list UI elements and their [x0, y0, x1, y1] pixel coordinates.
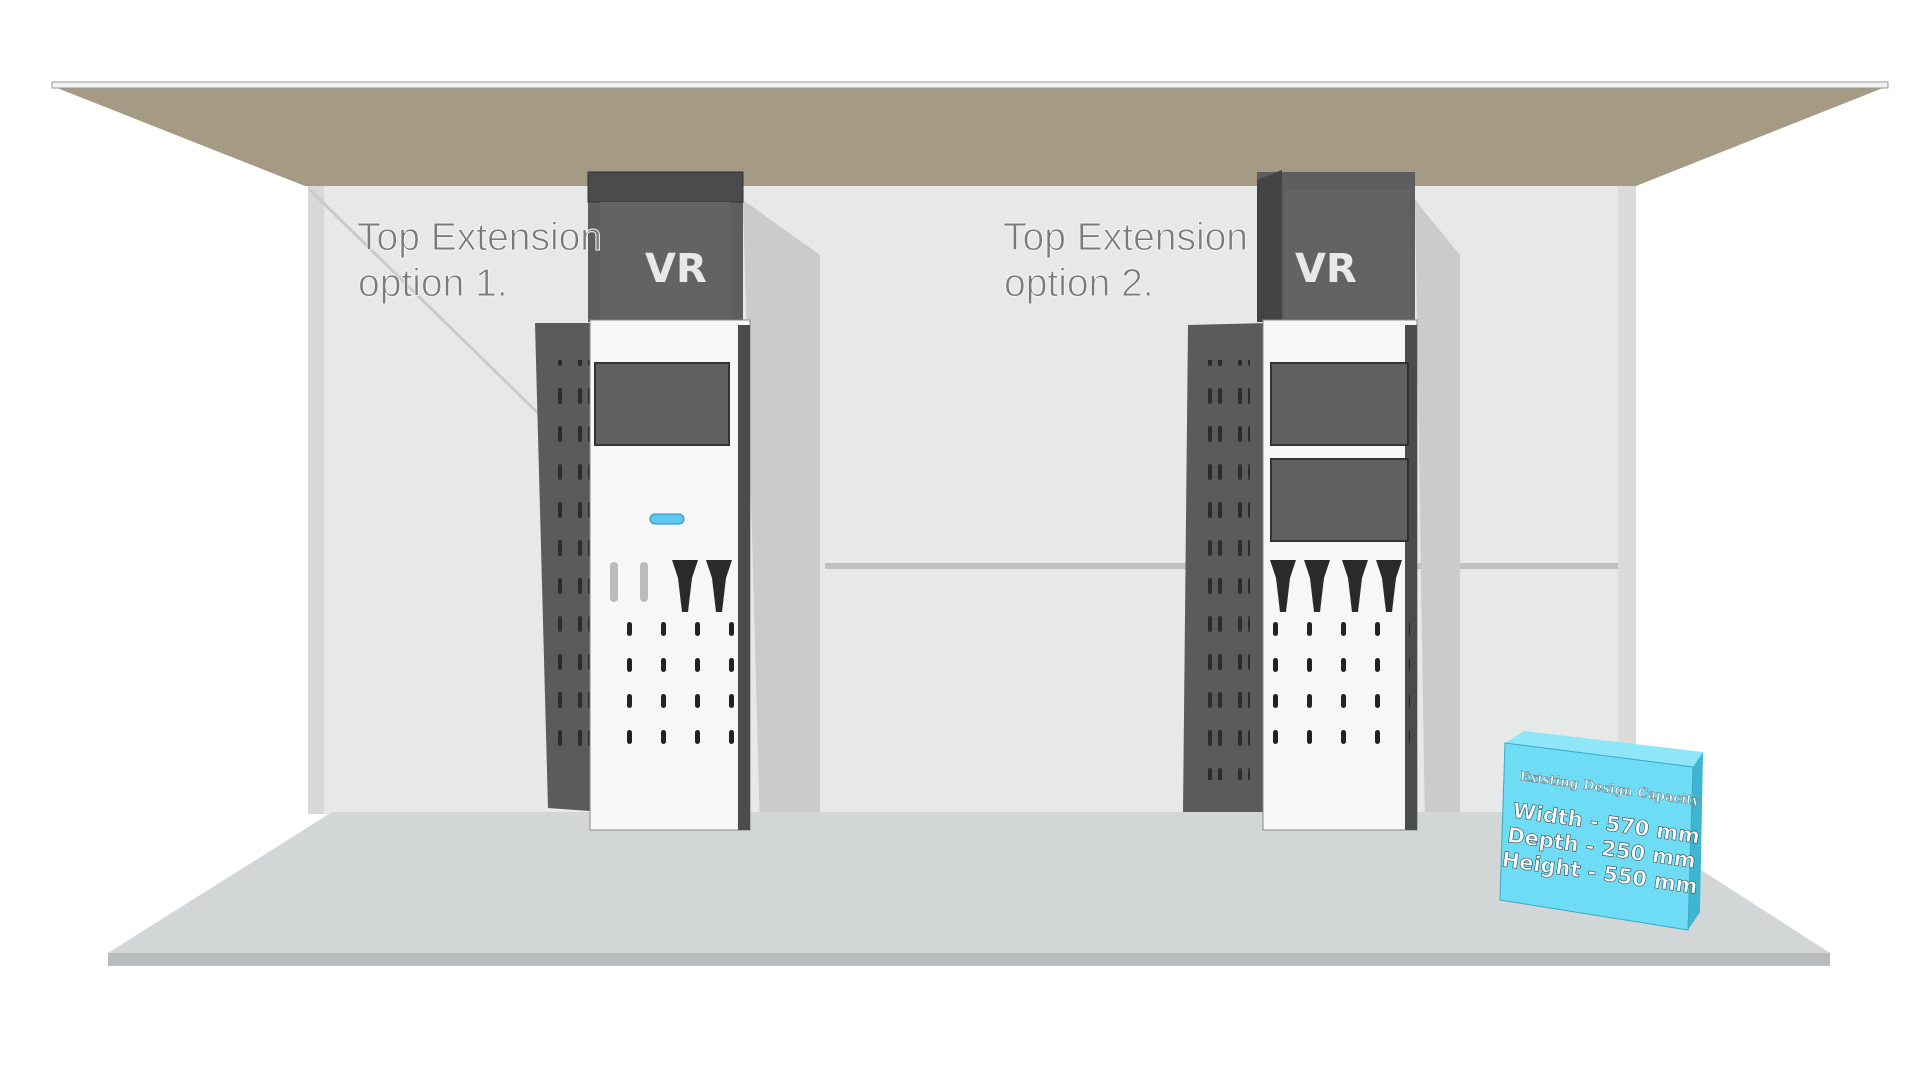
- vr-sign-2: VR: [1295, 246, 1357, 292]
- top-extension-1: [587, 171, 744, 322]
- kiosk-option-1: [535, 171, 751, 831]
- side-door-1: [535, 323, 603, 812]
- capacity-box: Existing Design Capacity Width - 570 mm …: [1499, 731, 1703, 931]
- screen-2a: [1270, 362, 1409, 446]
- screen-1: [594, 362, 730, 446]
- side-door-2: [1183, 323, 1267, 812]
- vr-sign-1: VR: [645, 246, 707, 292]
- vr-controllers-1: [610, 560, 732, 612]
- kiosk-option-2: [1183, 170, 1418, 831]
- blue-button: [649, 513, 685, 525]
- floor: [108, 812, 1830, 966]
- screen-2b: [1270, 458, 1409, 542]
- option-1-label-line2: option 1.: [358, 262, 508, 305]
- ceiling: [51, 81, 1889, 186]
- option-2-label-line2: option 2.: [1004, 262, 1154, 305]
- option-2-label-line1: Top Extension: [1003, 216, 1248, 259]
- vr-controllers-2: [1270, 560, 1402, 612]
- pegboard-1: [598, 615, 738, 745]
- pegboard-2: [1270, 615, 1410, 745]
- top-extension-2: [1257, 170, 1415, 322]
- option-1-label-line1: Top Extension: [357, 216, 602, 259]
